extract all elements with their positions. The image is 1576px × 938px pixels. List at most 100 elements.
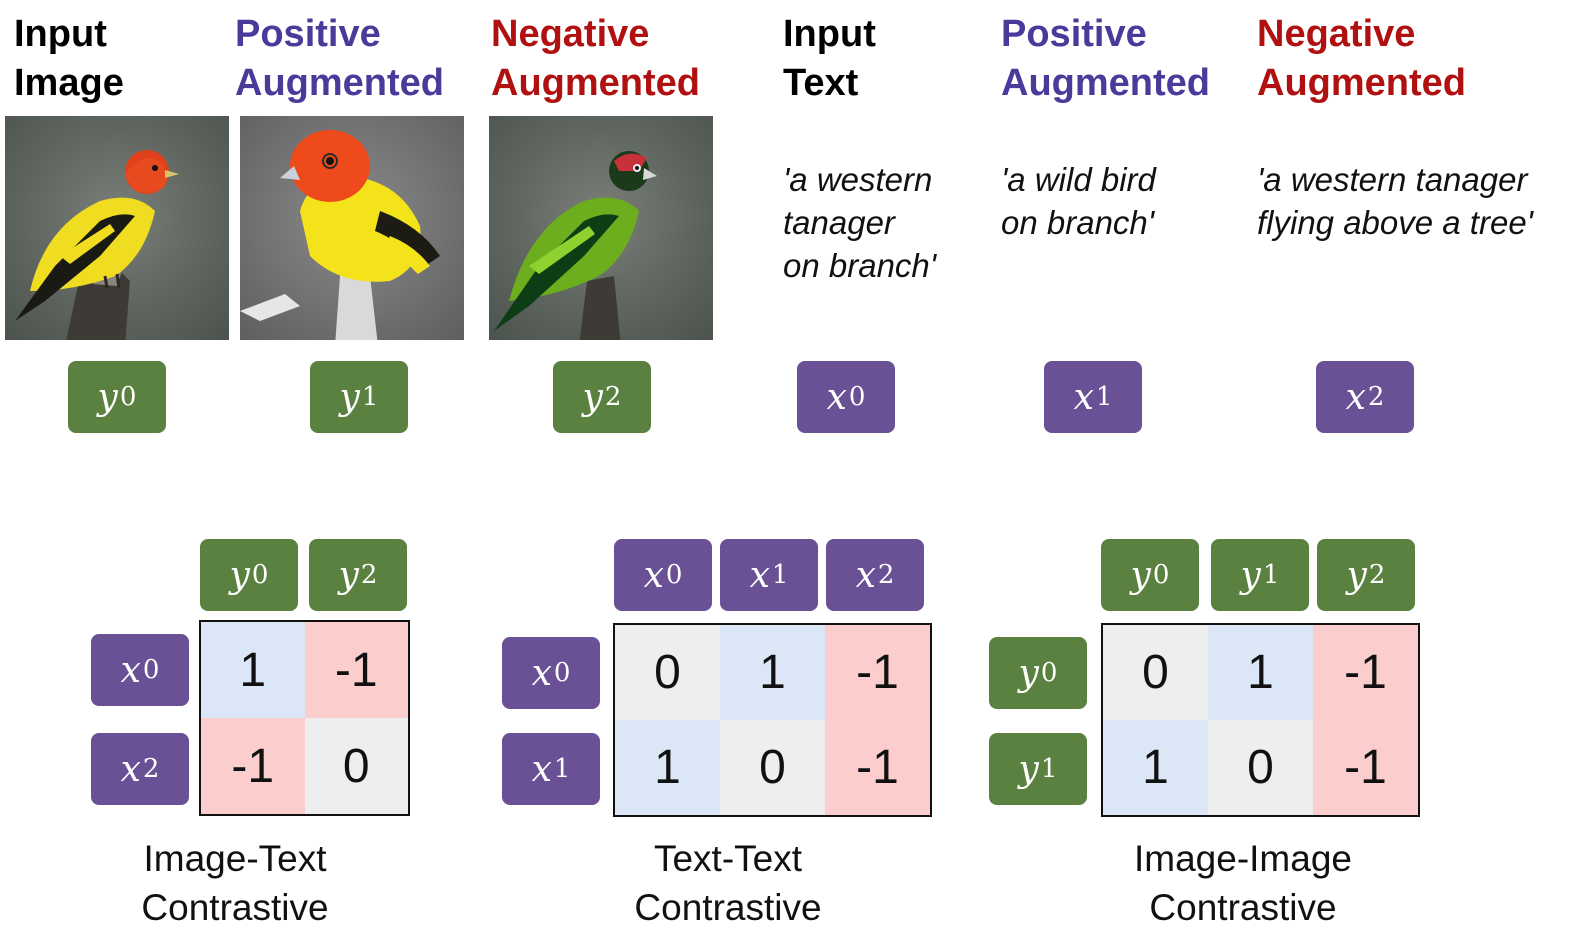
token-sub: 0 <box>119 382 137 412</box>
header-input-text: Input Text <box>783 10 876 108</box>
negative-augmented-bird-image <box>489 116 713 340</box>
token-sub: 1 <box>771 560 789 590</box>
token-var: y <box>229 554 250 596</box>
token-var: x <box>120 649 141 691</box>
token-sub: 0 <box>553 658 571 688</box>
header-line: Augmented <box>235 62 444 104</box>
header-line: Input <box>14 13 107 55</box>
token-sub: 0 <box>1040 658 1058 688</box>
header-line: Text <box>783 62 859 104</box>
image-text-matrix: 1 -1 -1 0 <box>199 620 410 816</box>
header-positive-augmented-image: Positive Augmented <box>235 10 444 108</box>
header-line: Augmented <box>1257 62 1466 104</box>
header-line: Positive <box>235 13 381 55</box>
caption-positive-augmented: 'a wild bird on branch' <box>1001 158 1156 244</box>
label-line: Contrastive <box>141 887 329 928</box>
token-var: y <box>1346 554 1367 596</box>
matrix-cell: 0 <box>720 720 825 815</box>
caption-line: 'a western tanager <box>1257 161 1528 198</box>
matrix-cell: 1 <box>615 720 720 815</box>
header-line: Negative <box>491 13 650 55</box>
caption-line: 'a wild bird <box>1001 161 1156 198</box>
token-sub: 1 <box>1040 754 1058 784</box>
matrix-cell: -1 <box>825 720 930 815</box>
positive-augmented-bird-image <box>240 116 464 340</box>
token-var: y <box>1130 554 1151 596</box>
token-var: y <box>338 554 359 596</box>
matrix-cell: 0 <box>304 718 408 814</box>
token-sub: 2 <box>1367 382 1385 412</box>
matrix-cell: 1 <box>201 622 305 718</box>
token-var: x <box>1345 376 1366 418</box>
token-var: x <box>1073 376 1094 418</box>
label-line: Image-Text <box>143 838 327 879</box>
matrix-cell: 1 <box>720 625 825 720</box>
token-var: y <box>1240 554 1261 596</box>
token-var: x <box>531 652 552 694</box>
token-sub: 1 <box>1095 382 1113 412</box>
token-sub: 2 <box>604 382 622 412</box>
caption-line: on branch' <box>783 247 937 284</box>
matrix-cell: 0 <box>615 625 720 720</box>
header-line: Positive <box>1001 13 1147 55</box>
matrix-cell: 0 <box>1208 720 1313 815</box>
matrix-cell: -1 <box>201 718 305 814</box>
label-line: Contrastive <box>1149 887 1337 928</box>
token-var: x <box>749 554 770 596</box>
token-var: y <box>97 376 118 418</box>
matrix-cell: -1 <box>304 622 408 718</box>
header-line: Image <box>14 62 124 104</box>
token-sub: 0 <box>142 655 160 685</box>
image-image-label: Image-Image Contrastive <box>1118 834 1368 932</box>
token-sub: 1 <box>553 754 571 784</box>
caption-line: tanager <box>783 204 895 241</box>
caption-line: 'a western <box>783 161 933 198</box>
token-sub: 1 <box>1262 560 1280 590</box>
label-line: Text-Text <box>653 838 803 879</box>
text-text-label: Text-Text Contrastive <box>603 834 853 932</box>
header-line: Input <box>783 13 876 55</box>
input-bird-image <box>5 116 229 340</box>
caption-line: flying above a tree' <box>1257 204 1533 241</box>
token-sub: 1 <box>361 382 379 412</box>
header-line: Augmented <box>1001 62 1210 104</box>
matrix-cell: -1 <box>1313 720 1418 815</box>
header-input-image: Input Image <box>14 10 124 108</box>
image-text-label: Image-Text Contrastive <box>110 834 360 932</box>
matrix-cell: 1 <box>1103 720 1208 815</box>
token-sub: 0 <box>251 560 269 590</box>
text-text-matrix: 0 1 -1 1 0 -1 <box>613 623 932 817</box>
caption-negative-augmented: 'a western tanager flying above a tree' <box>1257 158 1533 244</box>
label-line: Image-Image <box>1134 838 1352 879</box>
token-var: y <box>339 376 360 418</box>
header-positive-augmented-text: Positive Augmented <box>1001 10 1210 108</box>
label-line: Contrastive <box>634 887 822 928</box>
image-image-matrix: 0 1 -1 1 0 -1 <box>1101 623 1420 817</box>
token-sub: 2 <box>142 754 160 784</box>
token-var: x <box>826 376 847 418</box>
matrix-cell: -1 <box>1313 625 1418 720</box>
token-sub: 2 <box>360 560 378 590</box>
matrix-cell: 1 <box>1208 625 1313 720</box>
header-line: Augmented <box>491 62 700 104</box>
token-sub: 2 <box>1368 560 1386 590</box>
token-var: y <box>582 376 603 418</box>
token-sub: 2 <box>877 560 895 590</box>
header-negative-augmented-image: Negative Augmented <box>491 10 700 108</box>
header-line: Negative <box>1257 13 1416 55</box>
token-var: x <box>855 554 876 596</box>
